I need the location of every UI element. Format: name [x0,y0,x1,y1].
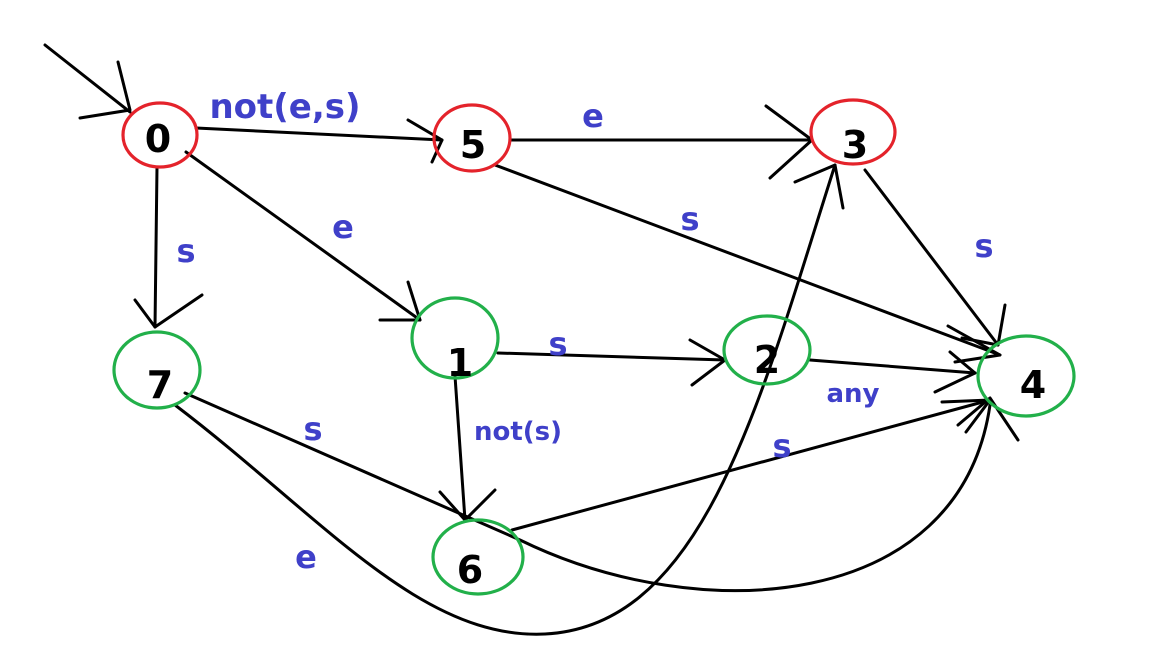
edge-5-to-4-arrowhead [946,324,1002,364]
state-6-label: 6 [457,548,483,592]
edge-0-to-7-arrowhead [133,293,204,329]
edge-7-to-4-arrowhead [956,396,1020,442]
state-6-circle [431,518,525,596]
state-0-label: 0 [145,117,171,161]
edge-1-to-2 [496,351,727,362]
edge-7-to-3-label: e [295,538,317,576]
edge-7-to-4-label: s [303,410,322,448]
edge-2-to-4-arrowhead [933,350,977,394]
state-4-circle [976,334,1076,418]
edge-0-to-5-label: not(e,s) [209,87,360,127]
state-5-circle [432,103,512,173]
start-edge-arrowhead [78,60,132,120]
state-0-circle [121,101,199,169]
state-3-circle [809,98,897,166]
state-7-circle [112,330,202,410]
edge-0-to-7 [153,165,159,329]
edge-5-to-4-label: s [680,200,699,238]
edge-3-to-4 [863,168,1000,347]
edge-1-to-6 [453,374,467,522]
edge-3-to-4-label: s [974,227,993,265]
edge-2-to-4 [808,358,977,375]
edge-0-to-1 [184,150,422,322]
edge-7-to-3-arrowhead [793,163,845,210]
edge-0-to-1-label: e [332,208,354,246]
edge-7-to-3 [173,163,837,636]
edge-5-to-3-arrowhead [764,104,814,180]
state-2-label: 2 [754,338,780,382]
edge-6-to-4-label: s [772,427,791,465]
edge-5-to-4 [493,163,1002,357]
state-1-label: 1 [447,341,473,385]
state-7-label: 7 [147,363,173,407]
edge-6-to-4 [510,398,992,532]
edge-1-to-2-arrowhead [688,338,727,387]
edge-5-to-3-label: e [582,97,604,135]
edge-0-to-1-arrowhead [378,280,422,322]
state-5-label: 5 [460,123,486,167]
state-4-label: 4 [1020,363,1046,407]
edge-0-to-5 [194,126,444,142]
edge-7-to-4 [183,391,992,592]
state-1-circle [410,296,500,380]
edge-2-to-4-label: any [826,379,879,409]
edge-0-to-7-label: s [176,232,195,270]
state-3-label: 3 [842,123,868,167]
edge-0-to-5-arrowhead [406,118,444,164]
edge-1-to-2-label: s [548,325,567,363]
edge-1-to-6-label: not(s) [474,417,562,447]
state-2-circle [722,314,812,386]
start-edge [43,43,132,114]
